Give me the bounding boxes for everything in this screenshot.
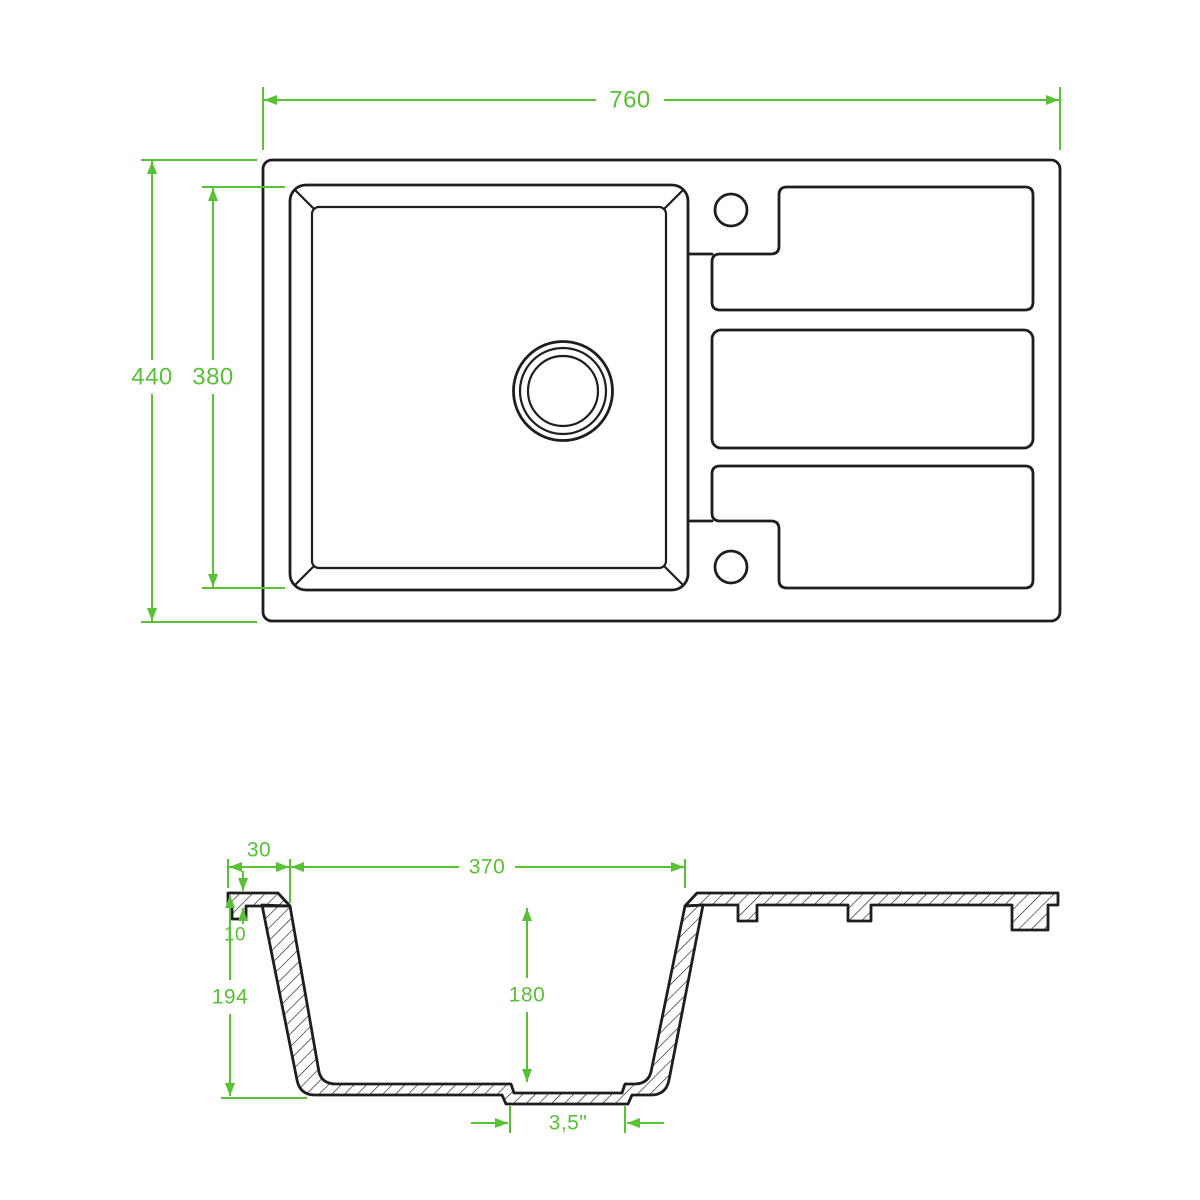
drainboard-groove-middle (710, 328, 1035, 450)
dim-overall-height-label: 440 (131, 364, 173, 391)
groove-connector-lines (686, 252, 714, 523)
top-view: 760 440 380 (126, 84, 1062, 623)
dim-overall-depth: 194 (204, 895, 307, 1099)
basin-inner-rim (310, 205, 668, 570)
drainboard-groove-bottom (710, 464, 1035, 590)
dim-ledge-width-label: 30 (247, 839, 271, 862)
section-basin-wall (260, 903, 705, 1106)
dim-drain-size-label: 3,5" (549, 1112, 588, 1135)
dim-overall-depth-label: 194 (212, 986, 249, 1009)
basin-outer-rim (288, 183, 690, 592)
dim-basin-depth-text-mask (501, 978, 553, 1012)
dim-ledge-width: 30 (227, 839, 291, 903)
dim-width: 760 (262, 84, 1061, 150)
dim-basin-width-label: 370 (469, 856, 506, 879)
basin-corner-miters (293, 188, 685, 587)
drain-outer-ring (512, 340, 614, 442)
dim-rim-depth-label: 10 (224, 925, 246, 946)
dim-basin-width: 370 (291, 852, 686, 888)
drain (512, 340, 614, 442)
dim-basin-depth-label: 180 (509, 984, 546, 1007)
faucet-hole-top (713, 192, 749, 228)
dim-basin-depth: 180 (501, 908, 553, 1082)
dim-overall-height: 440 (126, 159, 257, 623)
section-drainboard-deck (683, 891, 1060, 932)
dim-basin-height-extension-lines (202, 186, 285, 589)
dim-drain-size-extension-lines (509, 1106, 626, 1133)
dim-width-extension-lines (262, 87, 1061, 150)
dim-overall-depth-text-mask (204, 980, 256, 1014)
section-view: 30 370 10 194 180 (204, 839, 1060, 1135)
dim-width-text-mask (596, 84, 664, 116)
dim-basin-height: 380 (187, 186, 285, 589)
sink-outline (261, 158, 1062, 623)
dim-overall-height-text-mask (126, 360, 178, 394)
faucet-hole-bottom (713, 549, 749, 585)
dim-overall-height-extension-lines (141, 159, 257, 623)
drain-middle-ring (518, 346, 608, 436)
dim-drain-size: 3,5" (471, 1106, 664, 1135)
dim-basin-width-text-mask (459, 852, 515, 882)
drainboard-groove-top (710, 185, 1035, 312)
dim-basin-height-label: 380 (192, 364, 234, 391)
dim-width-label: 760 (609, 87, 651, 114)
drain-inner-ring (526, 354, 600, 428)
dim-basin-height-text-mask (187, 360, 239, 394)
dim-ledge-width-extension-lines (227, 859, 291, 903)
